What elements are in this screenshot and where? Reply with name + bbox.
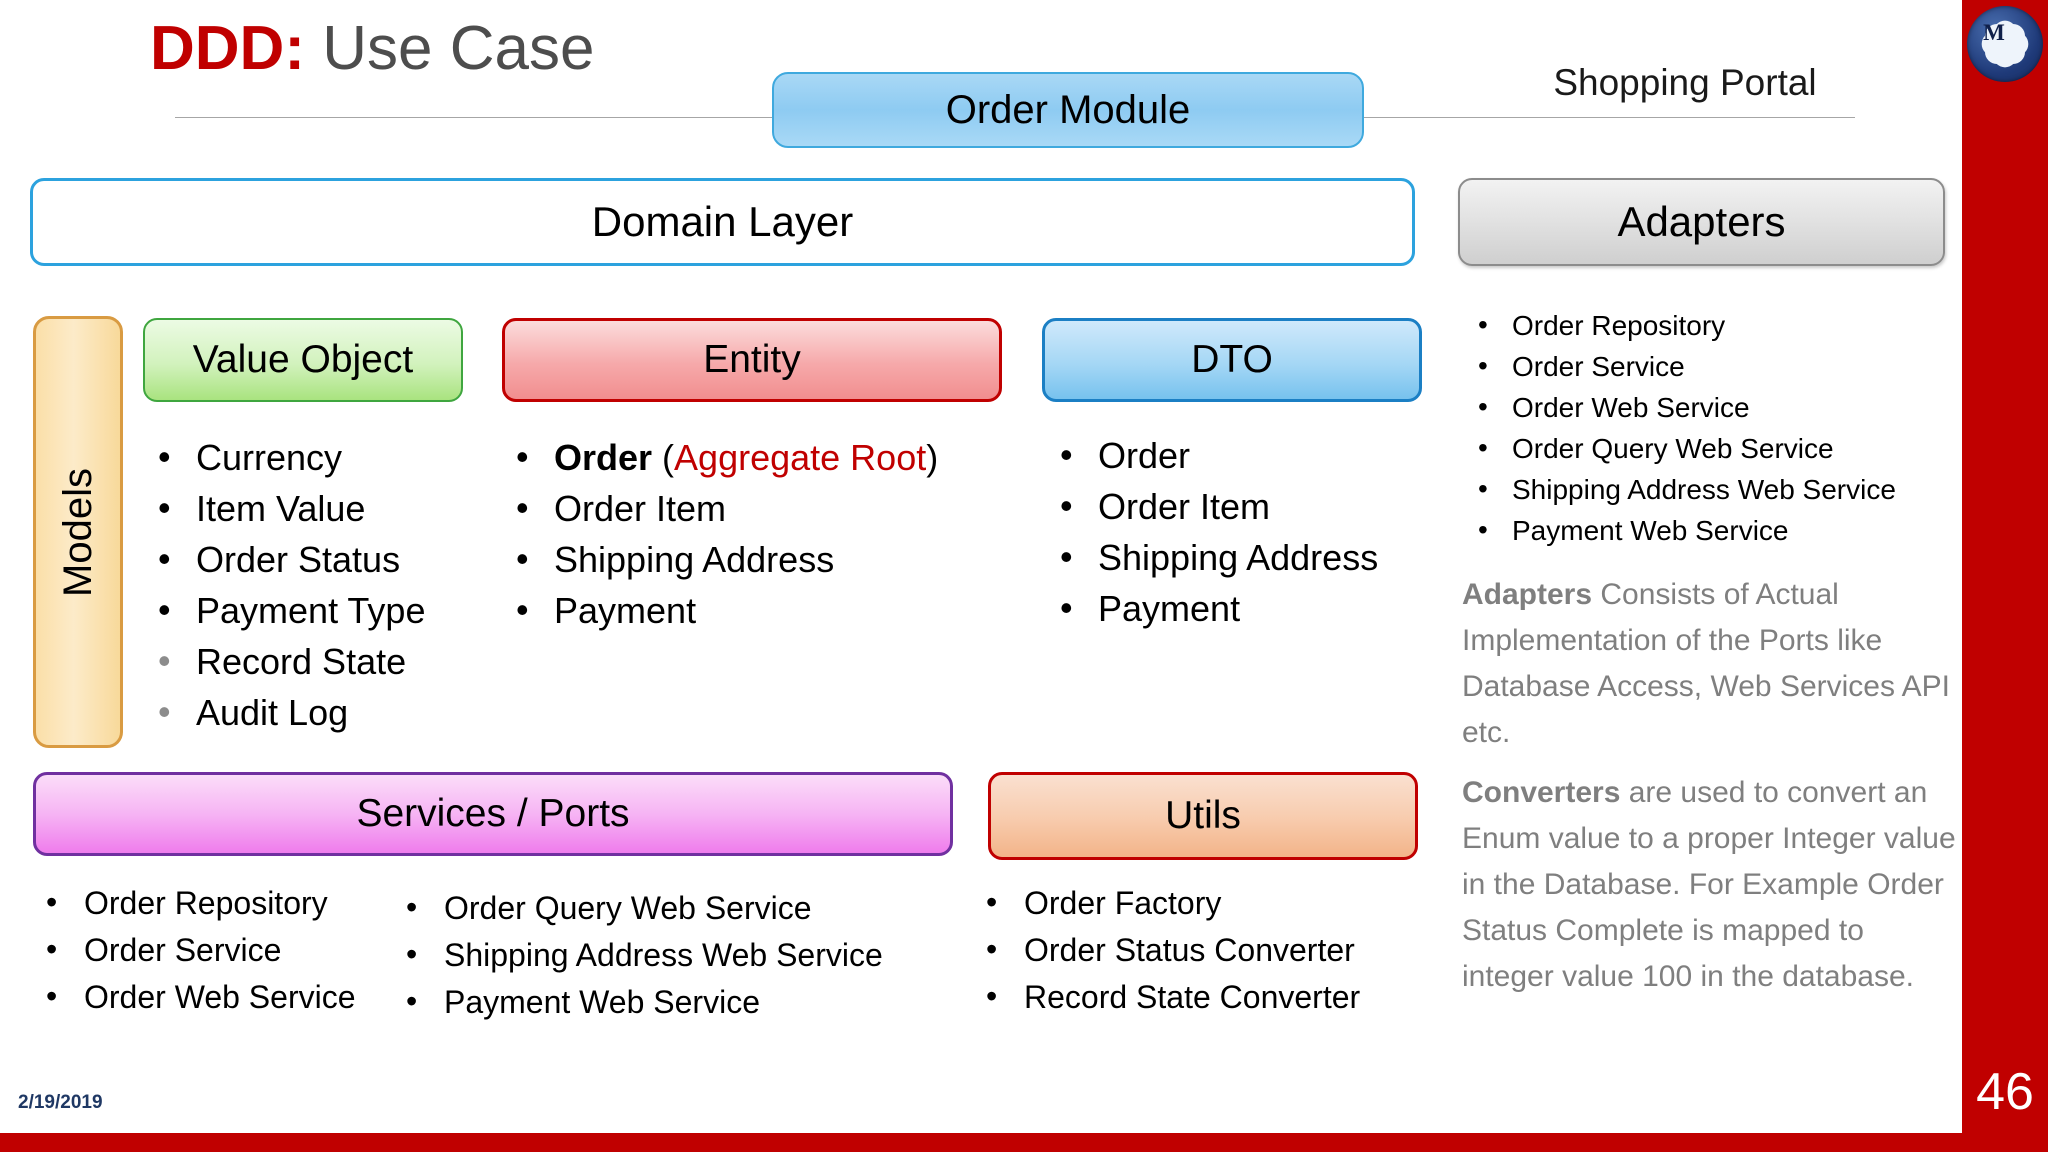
order-module-box[interactable]: Order Module	[772, 72, 1364, 148]
header-right-label: Shopping Portal	[1553, 62, 1817, 103]
page-number: 46	[1976, 1063, 2034, 1121]
list-item: Order Factory	[978, 879, 1360, 927]
value-object-box[interactable]: Value Object	[143, 318, 463, 402]
list-item: Payment Web Service	[1470, 509, 1896, 551]
list-item: Record State Converter	[978, 973, 1360, 1021]
models-box[interactable]: Models	[33, 316, 123, 748]
services-ports-box[interactable]: Services / Ports	[33, 772, 953, 856]
list-item: Order Status	[150, 533, 425, 585]
adapters-box[interactable]: Adapters	[1458, 178, 1945, 266]
list-item: Order Item	[508, 482, 938, 534]
entity-box[interactable]: Entity	[502, 318, 1002, 402]
list-item: Order (Aggregate Root)	[508, 431, 938, 483]
entity-aggregate-root-tag: Aggregate Root	[674, 437, 927, 478]
list-item: Payment Web Service	[398, 978, 883, 1026]
list-item: Record State	[150, 635, 425, 687]
list-item: Order Query Web Service	[1470, 427, 1896, 469]
entity-label: Entity	[703, 338, 801, 381]
adapters-note: Adapters Consists of Actual Implementati…	[1462, 578, 1951, 749]
dto-list: OrderOrder ItemShipping AddressPayment	[1052, 429, 1378, 634]
domain-layer-label: Domain Layer	[591, 198, 854, 245]
list-item: Payment	[1052, 582, 1378, 634]
adapters-list: Order RepositoryOrder ServiceOrder Web S…	[1470, 304, 1896, 551]
list-item: Payment	[508, 584, 938, 636]
list-item: Order Query Web Service	[398, 884, 883, 932]
list-item: Order Service	[38, 926, 356, 974]
entity-list: Order (Aggregate Root)Order ItemShipping…	[508, 431, 938, 636]
list-item: Order Service	[1470, 345, 1896, 387]
converters-note: Converters are used to convert an Enum v…	[1462, 776, 1956, 993]
title-accent-text: DDD:	[150, 14, 305, 83]
list-item: Item Value	[150, 482, 425, 534]
utils-label: Utils	[1165, 794, 1241, 837]
services-list-left: Order RepositoryOrder ServiceOrder Web S…	[38, 879, 356, 1021]
title-rest-text: Use Case	[304, 14, 595, 83]
list-item: Order Web Service	[38, 973, 356, 1021]
value-object-list: CurrencyItem ValueOrder StatusPayment Ty…	[150, 431, 425, 738]
utils-list: Order FactoryOrder Status ConverterRecor…	[978, 879, 1360, 1021]
note-title: Adapters	[1462, 578, 1593, 611]
entity-aggregate-name: Order	[554, 437, 653, 478]
list-item: Payment Type	[150, 584, 425, 636]
organization-logo-icon: M	[1967, 6, 2043, 82]
logo-star-shape	[1978, 17, 2032, 71]
list-item: Order Repository	[38, 879, 356, 927]
dto-box[interactable]: DTO	[1042, 318, 1422, 402]
list-item: Audit Log	[150, 686, 425, 738]
list-item: Shipping Address Web Service	[1470, 468, 1896, 510]
list-item: Order Repository	[1470, 304, 1896, 346]
value-object-label: Value Object	[192, 338, 414, 381]
list-item: Order	[1052, 429, 1378, 481]
services-list-right: Order Query Web ServiceShipping Address …	[398, 884, 883, 1026]
bottom-red-bar	[0, 1133, 1962, 1152]
list-item: Order Status Converter	[978, 926, 1360, 974]
logo-letter: M	[1983, 20, 2005, 45]
list-item: Shipping Address	[508, 533, 938, 585]
list-item: Currency	[150, 431, 425, 483]
page-title: DDD: Use Case	[150, 18, 594, 80]
slide-date: 2/19/2019	[18, 1092, 103, 1113]
domain-layer-box[interactable]: Domain Layer	[30, 178, 1415, 266]
utils-box[interactable]: Utils	[988, 772, 1418, 860]
list-item: Shipping Address	[1052, 531, 1378, 583]
note-title: Converters	[1462, 776, 1621, 809]
list-item: Shipping Address Web Service	[398, 931, 883, 979]
list-item: Order Web Service	[1470, 386, 1896, 428]
order-module-label: Order Module	[945, 87, 1191, 132]
dto-label: DTO	[1191, 338, 1273, 381]
list-item: Order Item	[1052, 480, 1378, 532]
models-label: Models	[55, 467, 100, 597]
right-red-sidebar	[1962, 0, 2048, 1152]
services-ports-label: Services / Ports	[356, 792, 630, 835]
adapters-label: Adapters	[1617, 198, 1786, 245]
